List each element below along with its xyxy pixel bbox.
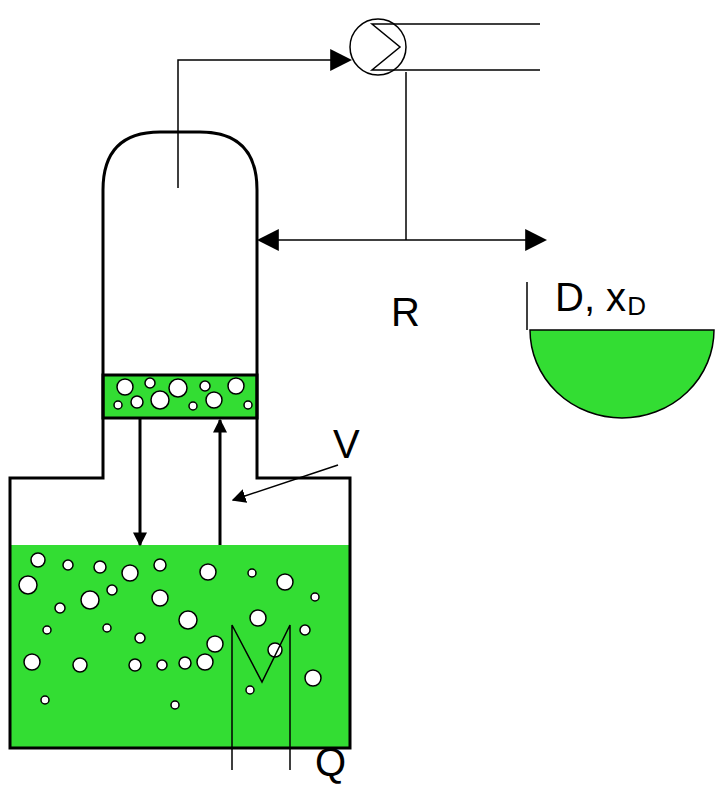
drawing-part [179, 611, 197, 629]
drawing-part [206, 392, 222, 408]
tray-bubbles [114, 378, 252, 410]
leader-line [233, 465, 338, 500]
drawing-part [169, 379, 187, 397]
subscript: D [627, 293, 646, 319]
stream-label: R [391, 292, 420, 332]
drawing-part [81, 591, 99, 609]
drawing-part [114, 401, 122, 409]
drawing-part [63, 560, 73, 570]
liquid-down-arrow [139, 418, 142, 545]
receiver-edge [526, 282, 528, 330]
drawing-part [31, 553, 45, 567]
drawing-part [122, 565, 138, 581]
drawing-part [154, 559, 166, 571]
receiver [530, 330, 714, 418]
drawing-part [135, 633, 145, 643]
drawing-part [197, 654, 213, 670]
drawing-part [300, 625, 310, 635]
condenser [350, 19, 406, 75]
drawing-part [311, 593, 319, 601]
drawing-part [55, 603, 65, 613]
stream-label: D, x [555, 277, 626, 317]
drawing-part [277, 574, 293, 590]
drawing-part [244, 401, 252, 409]
drawing-part [94, 561, 106, 573]
drawing-part [129, 659, 141, 671]
drawing-part [200, 381, 210, 391]
drawing-part [103, 624, 111, 632]
stream-label: V [333, 424, 360, 464]
cooling-coil [372, 24, 540, 70]
column-and-still-outline [10, 132, 350, 748]
drawing-part [305, 670, 321, 686]
drawing-part [117, 379, 133, 395]
drawing-part [151, 391, 169, 409]
condensate-line [405, 72, 407, 240]
drawing-part [107, 585, 117, 595]
drawing-part [179, 657, 191, 669]
vapor-line [178, 60, 350, 188]
drawing-part [145, 378, 155, 388]
drawing-part [24, 654, 40, 670]
distillate-line [406, 239, 545, 241]
drawing-part [43, 626, 51, 634]
drawing-part [73, 658, 87, 672]
drawing-part [157, 660, 167, 670]
drawing-part [246, 686, 254, 694]
heat-label: Q [315, 742, 346, 782]
drawing-part [19, 576, 37, 594]
drawing-part [171, 701, 179, 709]
still-liquid [10, 545, 350, 748]
drawing-part [41, 696, 49, 704]
drawing-part [189, 402, 197, 410]
drawing-part [200, 564, 216, 580]
heater-coil [232, 625, 290, 770]
drawing-part [152, 590, 168, 606]
drawing-part [250, 610, 266, 626]
drawing-part [131, 396, 143, 408]
drawing-part [248, 569, 256, 577]
vapor-up-arrow [219, 420, 222, 545]
drawing-part [228, 378, 244, 394]
drawing-part [207, 636, 223, 652]
tray-liquid [103, 375, 257, 418]
still-bubbles [19, 553, 321, 709]
reflux-line [259, 239, 406, 241]
